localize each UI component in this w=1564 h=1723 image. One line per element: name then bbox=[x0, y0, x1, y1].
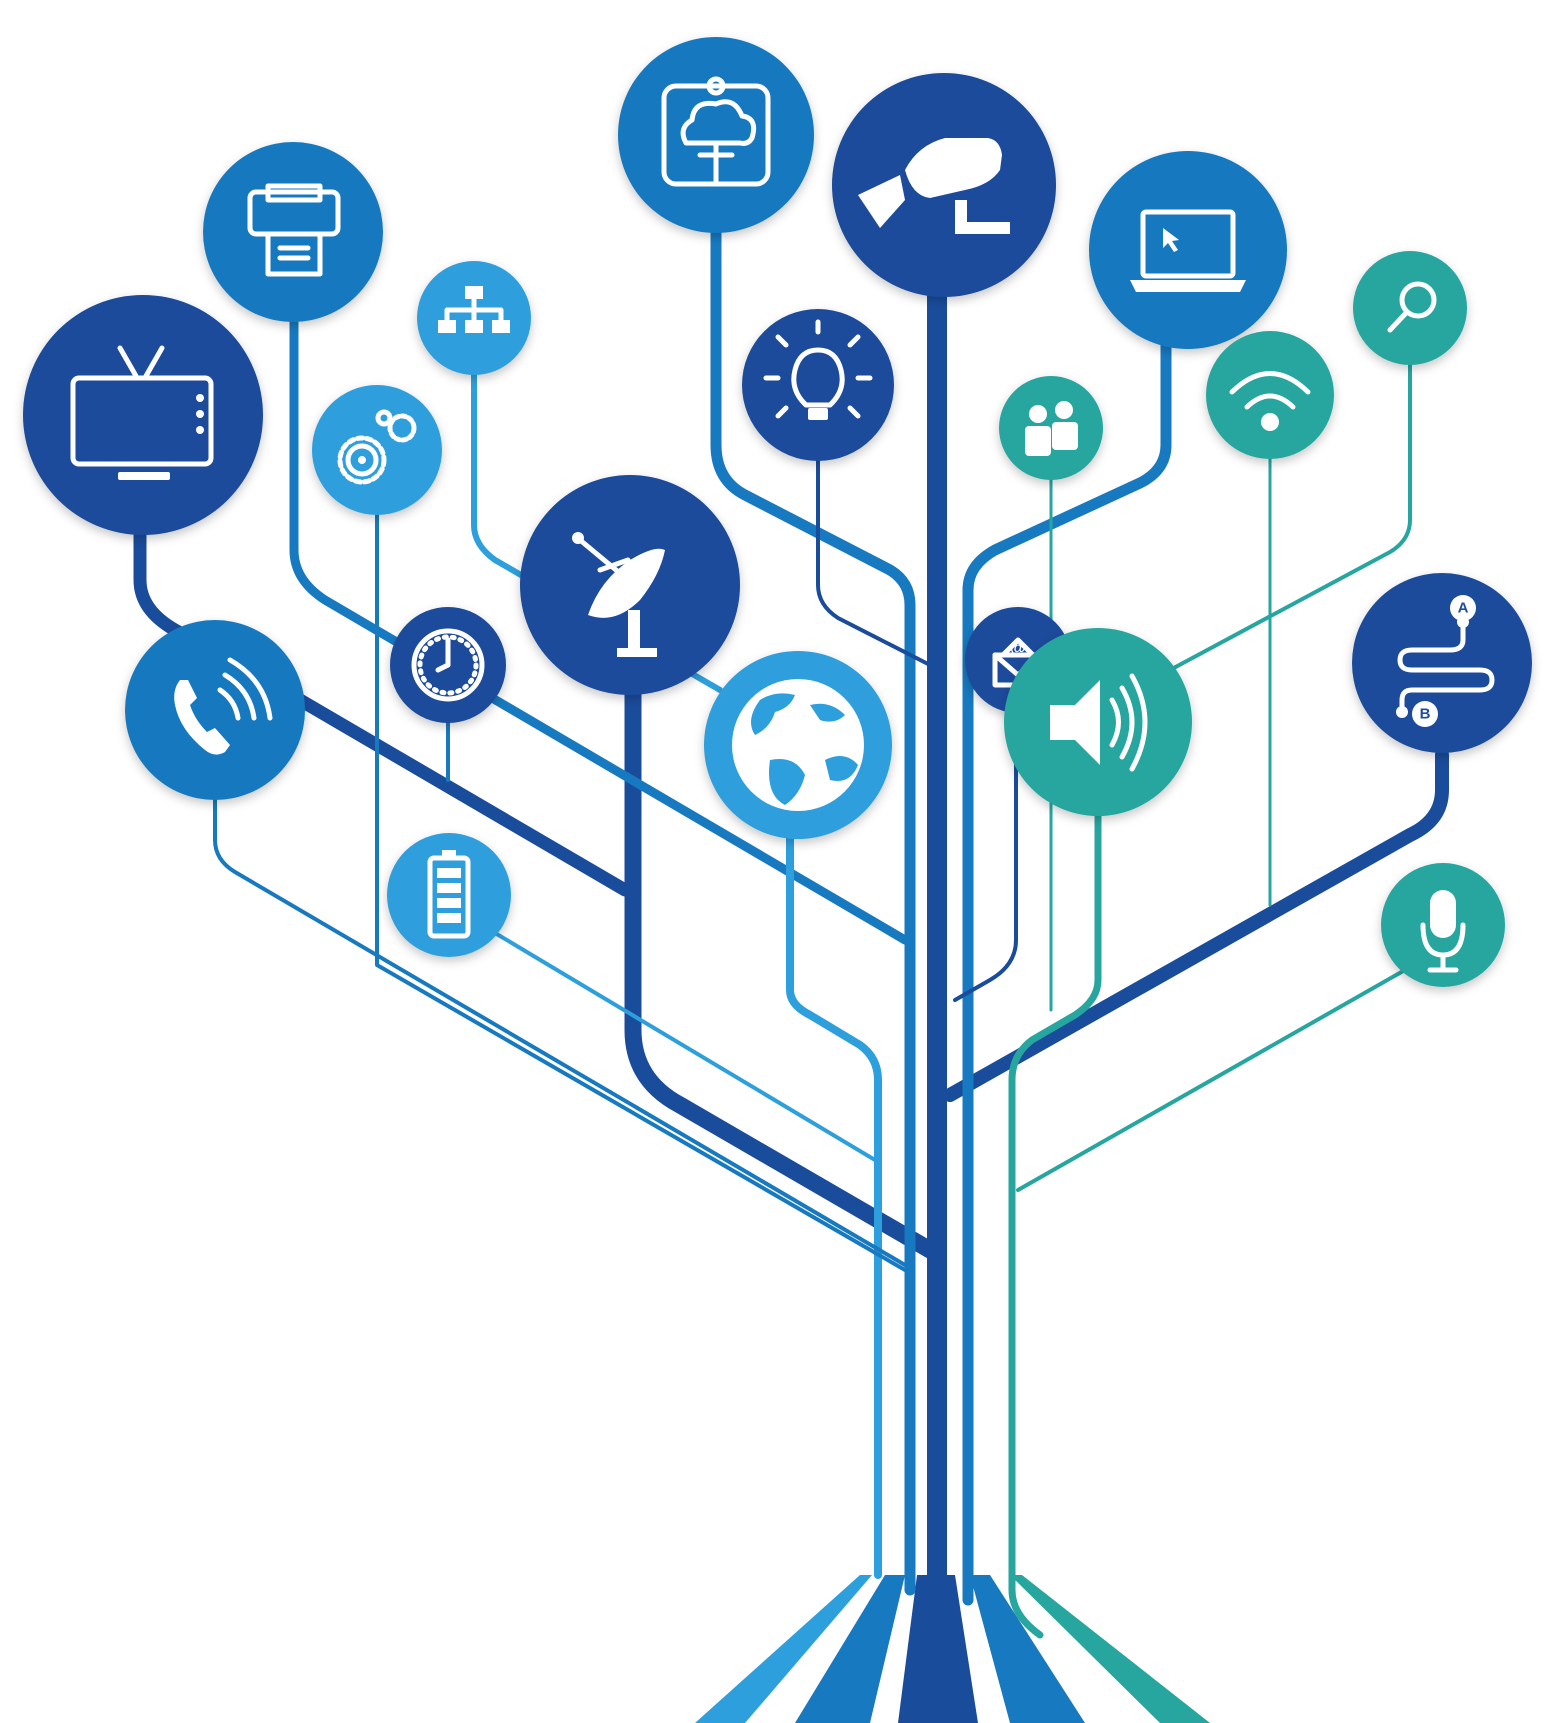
branch-printer bbox=[289, 315, 910, 945]
branch-satellite bbox=[624, 671, 939, 1259]
printer-icon bbox=[247, 183, 341, 277]
microphone-node[interactable] bbox=[1381, 863, 1505, 987]
sitemap-icon bbox=[438, 286, 510, 333]
speaker-icon bbox=[1050, 673, 1148, 772]
branch-laptop bbox=[962, 339, 1172, 1606]
globe-node[interactable] bbox=[704, 651, 892, 839]
phone-icon bbox=[174, 657, 273, 755]
cloud-network-icon bbox=[661, 76, 771, 187]
branch-lines bbox=[133, 226, 1449, 1639]
camera-node[interactable] bbox=[832, 73, 1056, 297]
gears-icon bbox=[337, 409, 417, 485]
route-icon: A B bbox=[1396, 595, 1495, 727]
branch-sitemap bbox=[471, 357, 723, 693]
branch-gears bbox=[375, 503, 907, 1272]
satellite-node[interactable] bbox=[520, 475, 740, 695]
clock-icon bbox=[411, 628, 485, 702]
lightbulb-node[interactable] bbox=[742, 309, 894, 461]
microphone-icon bbox=[1420, 890, 1466, 973]
branch-microphone bbox=[1016, 968, 1407, 1192]
battery-icon bbox=[427, 850, 471, 939]
search-icon bbox=[1387, 281, 1437, 333]
gears-node[interactable] bbox=[312, 385, 442, 515]
phone-node[interactable] bbox=[125, 620, 305, 800]
users-node[interactable] bbox=[999, 376, 1103, 480]
trunk-root-mid-right bbox=[970, 1575, 1085, 1723]
trunk-root-teal-right bbox=[1010, 1575, 1210, 1723]
branch-battery bbox=[488, 928, 877, 1162]
search-node[interactable] bbox=[1353, 251, 1467, 365]
laptop-icon bbox=[1130, 209, 1246, 292]
branch-search bbox=[1168, 358, 1412, 672]
battery-node[interactable] bbox=[387, 833, 511, 957]
route-label-b: B bbox=[1420, 706, 1431, 723]
tv-node[interactable] bbox=[23, 295, 263, 535]
route-label-a: A bbox=[1458, 600, 1469, 617]
wifi-node[interactable] bbox=[1206, 331, 1334, 459]
branch-lightbulb bbox=[816, 448, 932, 667]
lightbulb-icon bbox=[763, 319, 873, 420]
satellite-dish-icon bbox=[572, 532, 665, 657]
tree-trunk bbox=[695, 1575, 1210, 1723]
branch-phone-lower bbox=[213, 798, 907, 1267]
trunk-root-light-left bbox=[695, 1575, 872, 1723]
trunk-root-mid-left bbox=[795, 1575, 905, 1723]
trunk-root-navy bbox=[898, 1575, 978, 1723]
wifi-icon bbox=[1229, 371, 1311, 431]
branch-phone bbox=[293, 693, 632, 897]
clock-node[interactable] bbox=[390, 607, 506, 723]
branch-cloud bbox=[710, 226, 916, 1596]
branch-globe bbox=[786, 826, 882, 1579]
cloud-node[interactable] bbox=[618, 37, 814, 233]
printer-node[interactable] bbox=[203, 142, 383, 322]
sitemap-node[interactable] bbox=[417, 261, 531, 375]
branch-route bbox=[943, 748, 1449, 1102]
route-node[interactable]: A B bbox=[1352, 573, 1532, 753]
branch-email bbox=[953, 698, 1018, 1002]
svg-text:@: @ bbox=[1010, 640, 1026, 657]
branch-tv bbox=[133, 513, 307, 707]
laptop-node[interactable] bbox=[1089, 151, 1287, 349]
security-camera-icon bbox=[858, 138, 1010, 234]
globe-icon bbox=[732, 679, 864, 811]
speaker-node[interactable] bbox=[1004, 628, 1192, 816]
tv-icon bbox=[70, 345, 214, 480]
branch-speaker bbox=[1008, 811, 1102, 1639]
users-icon bbox=[1025, 401, 1078, 456]
